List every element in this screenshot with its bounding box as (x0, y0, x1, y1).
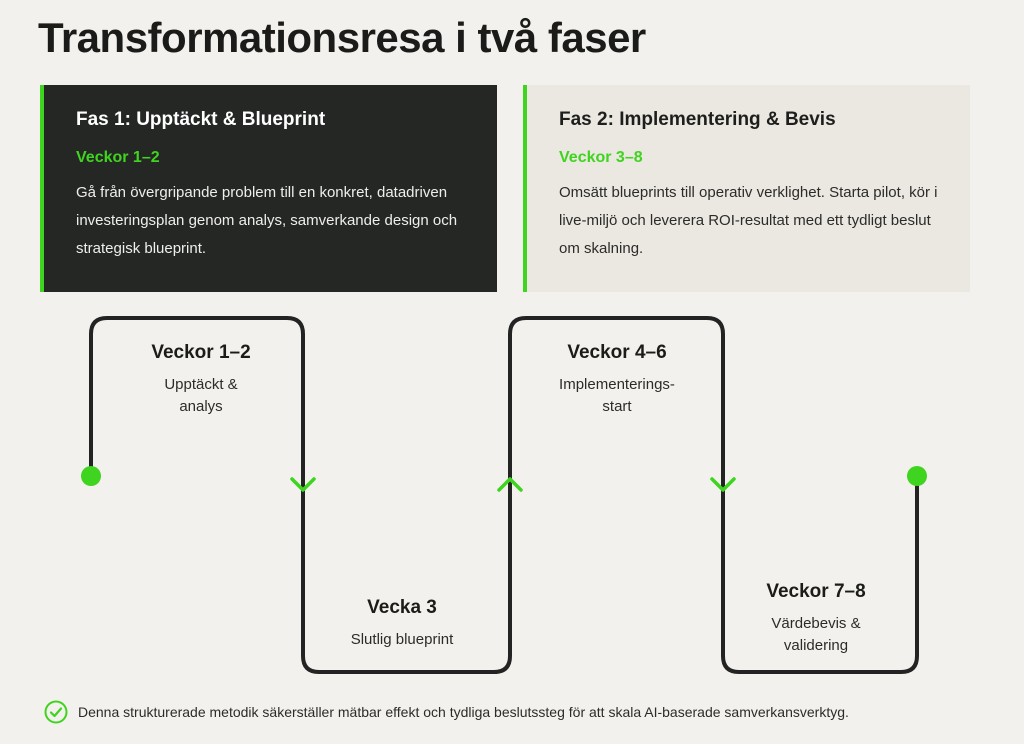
phase-weeks: Veckor 1–2 (76, 149, 160, 166)
timeline-path (89, 316, 919, 674)
step-title: Veckor 7–8 (766, 581, 866, 602)
phase-description: Gå från övergripande problem till en kon… (76, 184, 458, 257)
step-week-3: Vecka 3 Slutlig blueprint (302, 597, 502, 651)
step-title: Veckor 1–2 (151, 342, 251, 363)
chevron-down-icon (290, 477, 316, 492)
phase-title: Fas 2: Implementering & Bevis (559, 109, 836, 130)
step-title: Vecka 3 (367, 597, 437, 618)
step-description-line: Värdebevis & (771, 615, 861, 632)
chevron-down-icon (710, 477, 736, 492)
step-weeks-1-2: Veckor 1–2 Upptäckt & analys (101, 342, 301, 418)
end-dot (907, 466, 927, 486)
step-description-line: Implementerings- (559, 376, 675, 393)
phase-card-2: Fas 2: Implementering & Bevis Veckor 3–8… (523, 85, 970, 292)
step-description-line: analys (179, 398, 223, 415)
step-weeks-7-8: Veckor 7–8 Värdebevis & validering (716, 581, 916, 657)
phase-weeks: Veckor 3–8 (559, 149, 643, 166)
step-description-line: Slutlig blueprint (350, 631, 454, 648)
phase-title: Fas 1: Upptäckt & Blueprint (76, 109, 326, 130)
step-title: Veckor 4–6 (567, 342, 667, 363)
step-weeks-4-6: Veckor 4–6 Implementerings- start (517, 342, 717, 418)
start-dot (81, 466, 101, 486)
step-description-line: Upptäckt & (164, 376, 238, 393)
page-title: Transformationsresa i två faser (38, 14, 646, 61)
step-description-line: start (602, 398, 632, 415)
phase-card-1: Fas 1: Upptäckt & Blueprint Veckor 1–2 G… (40, 85, 497, 292)
step-description-line: validering (783, 637, 849, 654)
chevron-up-icon (497, 477, 523, 492)
check-circle-icon (44, 700, 68, 724)
footer-text: Denna strukturerade metodik säkerställer… (78, 704, 849, 720)
footer-note: Denna strukturerade metodik säkerställer… (44, 700, 849, 724)
phase-description: Omsätt blueprints till operativ verkligh… (559, 184, 938, 257)
